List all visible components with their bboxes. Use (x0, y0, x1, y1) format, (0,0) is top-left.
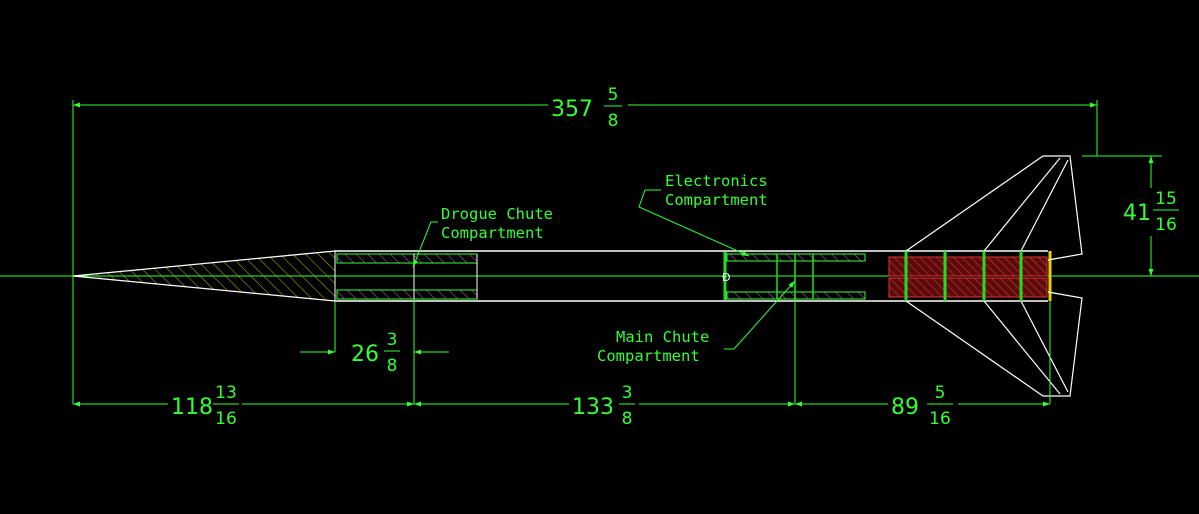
svg-text:5: 5 (608, 85, 619, 105)
label-main-chute: Main Chute Compartment (597, 280, 796, 365)
svg-text:13: 13 (215, 383, 237, 403)
dim-overall-length: 357 5 8 (551, 85, 622, 131)
svg-text:26: 26 (351, 342, 379, 367)
svg-text:15: 15 (1155, 189, 1177, 209)
svg-text:8: 8 (608, 111, 619, 131)
svg-text:16: 16 (215, 409, 237, 429)
svg-text:Ð: Ð (722, 271, 731, 284)
svg-text:3: 3 (387, 330, 398, 350)
nose-cone (72, 250, 336, 302)
motor-section (888, 251, 1052, 301)
drogue-compartment (336, 253, 478, 300)
svg-text:Compartment: Compartment (597, 347, 700, 365)
svg-text:Electronics: Electronics (665, 172, 768, 190)
svg-text:41: 41 (1123, 201, 1151, 226)
body-tube (335, 250, 1048, 302)
svg-text:Compartment: Compartment (441, 224, 544, 242)
dim-main-to-aft: 89 5 16 (891, 383, 953, 429)
svg-text:16: 16 (929, 409, 951, 429)
svg-text:5: 5 (935, 383, 946, 403)
svg-text:118: 118 (171, 395, 213, 420)
svg-text:16: 16 (1155, 215, 1177, 235)
lower-fin (905, 291, 1083, 397)
svg-text:3: 3 (622, 383, 633, 403)
svg-text:Compartment: Compartment (665, 191, 768, 209)
svg-text:8: 8 (622, 409, 633, 429)
dim-fin-span: 41 15 16 (1123, 189, 1179, 235)
electronics-compartment: Ð (722, 252, 866, 300)
svg-text:357: 357 (551, 97, 593, 122)
svg-text:89: 89 (891, 395, 919, 420)
svg-text:Drogue Chute: Drogue Chute (441, 205, 553, 223)
label-drogue-chute: Drogue Chute Compartment (412, 205, 553, 268)
dim-drogue-to-main: 133 3 8 (572, 383, 635, 429)
svg-text:133: 133 (572, 395, 614, 420)
label-electronics: Electronics Compartment (638, 172, 768, 257)
dim-nose-to-drogue: 118 13 16 (171, 383, 239, 429)
svg-text:Main Chute: Main Chute (616, 328, 709, 346)
upper-fin (905, 155, 1083, 261)
svg-text:8: 8 (387, 356, 398, 376)
dim-drogue-length: 26 3 8 (351, 330, 400, 376)
